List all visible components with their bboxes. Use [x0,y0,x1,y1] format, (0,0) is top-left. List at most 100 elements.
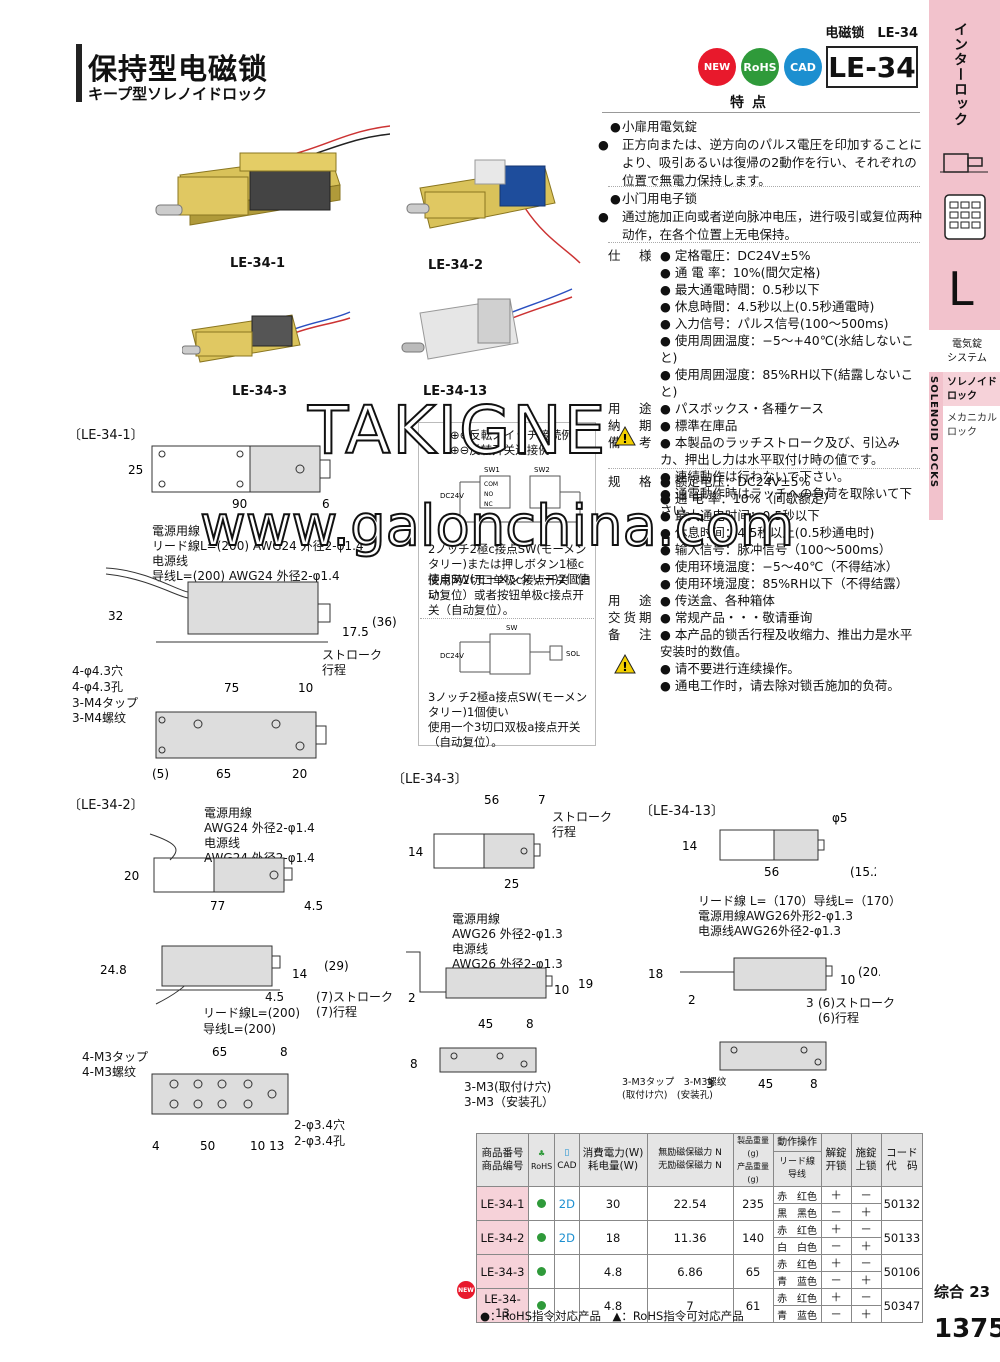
spec-row: ● 通电工作时，请去除对锁舌施加的负荷。 [608,677,922,694]
spec-value: ● 通 電 率：10%(間欠定格) [660,264,922,281]
svg-text:10: 10 [554,983,569,997]
svg-text:19: 19 [578,977,593,991]
svg-text:56: 56 [764,865,779,879]
cell-ccode: 50133 [880,1220,924,1255]
spec-key [608,575,660,592]
svg-text:3: 3 [706,1077,714,1091]
spec-row: ● 休息時間：4.5秒以上(0.5秒通電時) [608,298,922,315]
rohs-dot-icon [537,1266,547,1276]
spec-value: ● 連続動作は行わないで下さい。 [660,468,922,485]
cell-code: LE-34-2 [476,1220,529,1255]
feature-divider [608,186,920,187]
title-bar [76,44,82,102]
spec-value-text: 请不要进行连续操作。 [674,661,800,676]
cell-code: LE-34-13 [476,1288,529,1323]
photo-label-le34-13: LE-34-13 [423,384,488,399]
cell-lead-b: 黒 黑色 [772,1203,822,1221]
product-photo-le34-1 [155,125,390,226]
spec-value: ● 请不要进行连续操作。 [660,660,922,677]
sidebar-big-letter: L [948,262,974,316]
com-label: COM [484,481,498,488]
svg-text:25: 25 [128,463,143,477]
warning-icon-cn: ! [614,654,636,674]
spec-row: ● 最大通电时间：0.5秒以下 [608,507,922,524]
bullet-icon: ● [660,418,675,433]
sidebar-item-mechanical[interactable]: メカニカル ロック [947,413,997,438]
new-mini-icon: NEW [457,1281,475,1299]
table-row: 黒 黑色－＋ [477,1203,923,1221]
spec-key [608,264,660,281]
rohs-leaf-icon: ♣ [538,1149,546,1158]
cell-rel-a: ＋ [820,1254,852,1272]
cell-lead-b: 青 蓝色 [772,1271,822,1289]
d13-lead: リード線 L=（170）导线L=（170） 電源用線AWG26外形2-φ1.3 … [698,894,902,938]
svg-text:45: 45 [758,1077,773,1091]
spec-value: ● 使用环境温度：−5～40℃（不得结冰） [660,558,922,575]
cell-rel-b: － [820,1271,852,1289]
cell-power: 18 [578,1220,648,1255]
spec-row: 规 格● 额定电压：DC24V±5% [608,473,922,490]
cell-power: 4.8 [578,1254,648,1289]
spec-row: ● 通 电 率：10%（间歇额定） [608,490,922,507]
drawing-le34-13-top: 14 56 φ5 (15.2) [682,811,876,879]
wiring-note-cn-1: 使用两2切口单极c接点开关（自动复位）或者按钮单极c接点开关（自动复位）。 [428,573,592,617]
bullet-icon: ● [660,491,675,506]
spec-row: 納 期● 標準在庫品 [608,417,922,434]
svg-text:!: ! [622,432,627,446]
sidebar-item-system[interactable]: 電気錠 システム [947,339,987,364]
spec-key [608,366,660,400]
cell-rel-a: ＋ [820,1288,852,1306]
cell-rohs [527,1186,556,1221]
product-photo-le34-3 [182,311,351,363]
photo-label-le34-3: LE-34-3 [232,384,288,399]
sidebar-item-solenoid[interactable]: ソレノイド ロック [947,377,997,402]
spec-key [608,281,660,298]
wiring-note-jp-2: 3ノッチ2極a接点SW(モーメンタリー)1個使い [428,690,588,719]
drawing-le34-1-side: 32 17.5 (36) [105,567,396,643]
spec-value-text: 传送盒、各种箱体 [674,593,775,608]
cell-ccode: 50347 [880,1288,924,1323]
spec-value: ● 本产品的锁舌行程及收缩力、推出力是水平安装时的数值。 [660,626,922,660]
spec-value-text: 输入信号：脉冲信号（100～500ms） [674,542,892,557]
features-divider [602,112,920,113]
spec-value: ● 定格電圧：DC24V±5% [660,247,922,264]
cell-cad [554,1254,580,1289]
svg-text:20: 20 [124,869,139,883]
feature-jp-desc: ●正方向または、逆方向のパルス電圧を印加することにより、吸引あるいは復帰の2動作… [598,137,923,188]
svg-text:6: 6 [322,497,330,511]
svg-text:(29): (29) [324,959,349,973]
feature-cn-head: ●小门用电子锁 [610,191,698,206]
spec-value-text: 通電動作時はラッチへの負荷を取除いて下さい。 [660,486,913,518]
cell-ccode: 50132 [880,1186,924,1221]
interlock-switch-icon [940,153,988,173]
cell-lead-b: 青 蓝色 [772,1305,822,1323]
svg-text:φ5: φ5 [832,811,848,825]
svg-text:8: 8 [810,1077,818,1091]
th-power: 消費電力(W)耗电量(W) [578,1133,648,1187]
svg-text:50: 50 [200,1139,215,1153]
spec-row: ● 使用周囲湿度：85%RH以下(結露しないこと) [608,366,922,400]
svg-text:25: 25 [504,877,519,891]
svg-text:56: 56 [484,793,499,807]
cell-rel-a: ＋ [820,1220,852,1238]
th-code: 商品番号商品编号 [476,1133,529,1187]
th-cad: ▯CAD [554,1133,580,1187]
svg-text:4: 4 [152,1139,160,1153]
wiring-note-cn-2: 使用一个3切口双极a接点开关（自动复位）。 [428,720,581,749]
drawing-le34-2-top: 20 77 4.5 [124,833,323,913]
spec-value: ● 休息時間：4.5秒以上(0.5秒通電時) [660,298,922,315]
drawing-le34-2-side: 24.8 14 (29) [100,945,349,1005]
drawing-le34-3-bottom: 45 8 8 [410,1017,537,1073]
spec-key: 仕 様 [608,248,655,263]
spec-row: 用 途● 传送盒、各种箱体 [608,592,922,609]
spec-divider-2 [608,468,920,469]
svg-text:10: 10 [298,681,313,695]
feature-cn-desc: ●通过施加正向或者逆向脉冲电压，进行吸引或复位两种动作，在各个位置上无电保持。 [598,209,923,242]
spec-value: ● 输入信号：脉冲信号（100～500ms） [660,541,922,558]
spec-row: ● 使用周囲温度：−5～+40℃(氷結しないこと) [608,332,922,366]
bullet-icon: ● [660,435,675,450]
drawing-le34-1-bottom: 75 10 65 20 (5) [152,681,327,781]
spec-value-text: 最大通电时间：0.5秒以下 [674,508,820,523]
cell-weight: 65 [732,1254,774,1289]
